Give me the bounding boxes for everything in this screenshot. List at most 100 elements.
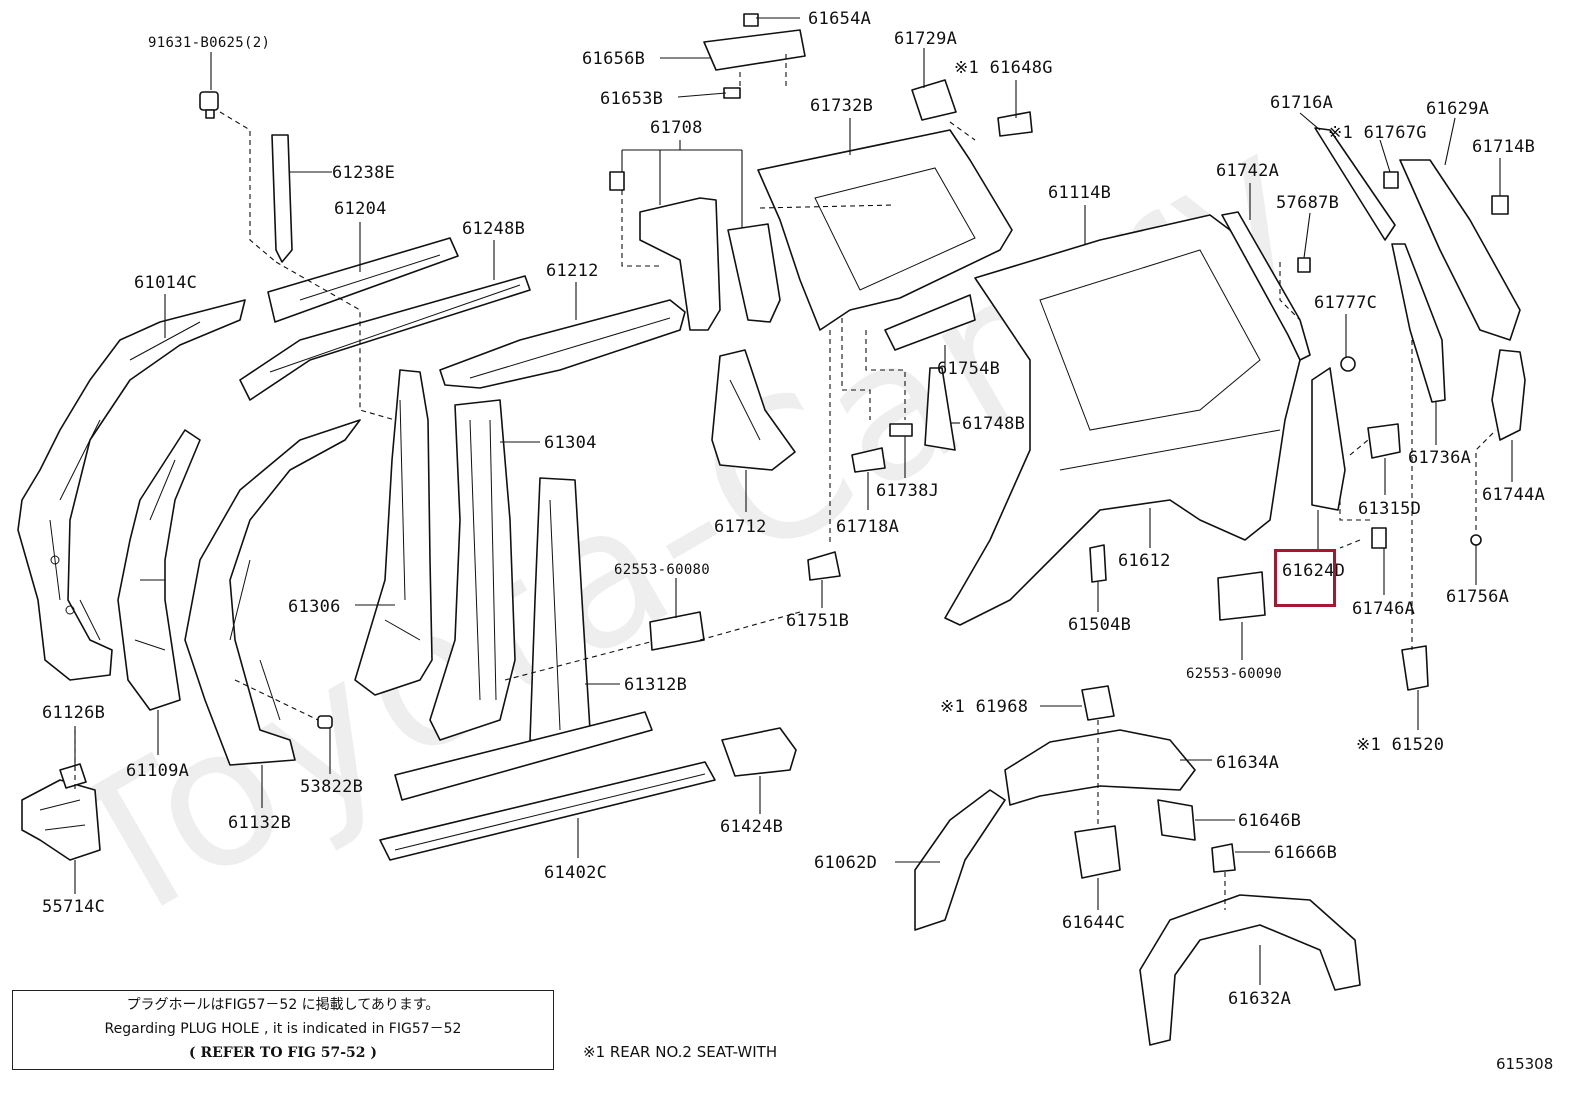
part-61424b[interactable] <box>721 727 797 777</box>
label-61746a[interactable]: 61746A <box>1352 599 1415 619</box>
label-61132b[interactable]: 61132B <box>228 813 291 833</box>
label-61612[interactable]: 61612 <box>1118 551 1171 571</box>
label-61968[interactable]: ※1 61968 <box>940 697 1028 717</box>
part-61304[interactable] <box>429 399 516 741</box>
part-61712[interactable] <box>711 349 796 471</box>
part-61756a[interactable] <box>1470 534 1482 546</box>
part-61132b[interactable] <box>184 419 361 766</box>
label-61666b[interactable]: 61666B <box>1274 843 1337 863</box>
part-61624d[interactable] <box>1311 367 1346 511</box>
part-61654a[interactable] <box>743 13 759 27</box>
part-61629a[interactable] <box>1399 159 1521 341</box>
part-61646b[interactable] <box>1157 799 1196 841</box>
part-61767g[interactable] <box>1383 171 1399 189</box>
label-61748b[interactable]: 61748B <box>962 414 1025 434</box>
label-61212[interactable]: 61212 <box>546 261 599 281</box>
part-61014c[interactable] <box>17 299 246 681</box>
label-61654a[interactable]: 61654A <box>808 9 871 29</box>
part-61315d[interactable] <box>1367 423 1401 459</box>
label-61714b[interactable]: 61714B <box>1472 137 1535 157</box>
part-61520[interactable] <box>1401 645 1429 691</box>
part-61634a[interactable] <box>1004 729 1196 806</box>
label-61204[interactable]: 61204 <box>334 199 387 219</box>
part-57687b[interactable] <box>1297 257 1311 273</box>
part-61742a[interactable] <box>1221 211 1311 361</box>
part-61126b[interactable] <box>59 763 87 789</box>
part-61746a[interactable] <box>1371 527 1387 549</box>
label-61708[interactable]: 61708 <box>650 118 703 138</box>
label-61767g[interactable]: ※1 61767G <box>1328 123 1427 143</box>
part-61738j[interactable] <box>889 423 913 437</box>
label-61751b[interactable]: 61751B <box>786 611 849 631</box>
part-61062d[interactable] <box>914 789 1006 931</box>
part-61968[interactable] <box>1081 685 1115 721</box>
part-61212[interactable] <box>439 299 686 389</box>
part-61656b[interactable] <box>703 29 806 71</box>
label-61306[interactable]: 61306 <box>288 597 341 617</box>
label-61777c[interactable]: 61777C <box>1314 293 1377 313</box>
label-61729a[interactable]: 61729A <box>894 29 957 49</box>
part-61744a[interactable] <box>1491 349 1526 441</box>
label-61744a[interactable]: 61744A <box>1482 485 1545 505</box>
label-61756a[interactable]: 61756A <box>1446 587 1509 607</box>
part-61306[interactable] <box>354 369 433 696</box>
part-62553-60080[interactable] <box>649 611 705 651</box>
label-61712[interactable]: 61712 <box>714 517 767 537</box>
part-61109a[interactable] <box>117 429 201 711</box>
label-61248b[interactable]: 61248B <box>462 219 525 239</box>
part-61754b[interactable] <box>884 294 976 351</box>
label-61424b[interactable]: 61424B <box>720 817 783 837</box>
part-61714b[interactable] <box>1491 195 1509 215</box>
label-55714c[interactable]: 55714C <box>42 897 105 917</box>
label-61126b[interactable]: 61126B <box>42 703 105 723</box>
label-61114b[interactable]: 61114B <box>1048 183 1111 203</box>
part-61751b[interactable] <box>807 551 841 581</box>
label-61315d[interactable]: 61315D <box>1358 499 1421 519</box>
label-53822b[interactable]: 53822B <box>300 777 363 797</box>
label-61504b[interactable]: 61504B <box>1068 615 1131 635</box>
part-61729a[interactable] <box>911 79 957 121</box>
part-61653b[interactable] <box>723 87 741 99</box>
part-61718a[interactable] <box>851 447 886 473</box>
part-61716a[interactable] <box>1314 127 1396 241</box>
part-53822b[interactable] <box>317 715 333 729</box>
label-61716a[interactable]: 61716A <box>1270 93 1333 113</box>
label-61738j[interactable]: 61738J <box>876 481 939 501</box>
part-61736a[interactable] <box>1391 243 1446 403</box>
label-61648g[interactable]: ※1 61648G <box>954 58 1053 78</box>
part-61644c[interactable] <box>1074 825 1121 879</box>
label-61062d[interactable]: 61062D <box>814 853 877 873</box>
label-61014c[interactable]: 61014C <box>134 273 197 293</box>
label-61653b[interactable]: 61653B <box>600 89 663 109</box>
label-61646b[interactable]: 61646B <box>1238 811 1301 831</box>
label-61732b[interactable]: 61732B <box>810 96 873 116</box>
part-61238e[interactable] <box>271 134 293 263</box>
label-61644c[interactable]: 61644C <box>1062 913 1125 933</box>
label-57687b[interactable]: 57687B <box>1276 193 1339 213</box>
label-61109a[interactable]: 61109A <box>126 761 189 781</box>
part-55714c[interactable] <box>21 779 101 861</box>
part-61504b[interactable] <box>1089 544 1107 583</box>
part-61777c[interactable] <box>1340 356 1356 372</box>
label-61304[interactable]: 61304 <box>544 433 597 453</box>
label-61718a[interactable]: 61718A <box>836 517 899 537</box>
label-61520[interactable]: ※1 61520 <box>1356 735 1444 755</box>
part-61204[interactable] <box>267 237 459 323</box>
part-91631-bolt[interactable] <box>199 91 219 119</box>
label-61238e[interactable]: 61238E <box>332 163 395 183</box>
label-61402c[interactable]: 61402C <box>544 863 607 883</box>
label-61312b[interactable]: 61312B <box>624 675 687 695</box>
part-rocker-upper[interactable] <box>394 711 653 801</box>
part-62553-60090[interactable] <box>1217 571 1266 621</box>
label-62553-60080[interactable]: 62553-60080 <box>614 562 710 578</box>
part-61708[interactable] <box>609 171 781 331</box>
note-reference[interactable]: ( REFER TO FIG 57-52 ) <box>188 1045 377 1061</box>
part-61632a[interactable] <box>1139 894 1361 1046</box>
label-61742a[interactable]: 61742A <box>1216 161 1279 181</box>
part-61732b[interactable] <box>757 129 1013 331</box>
label-61754b[interactable]: 61754B <box>937 359 1000 379</box>
label-61656b[interactable]: 61656B <box>582 49 645 69</box>
part-61648g[interactable] <box>997 111 1033 137</box>
part-61402c[interactable] <box>379 761 716 861</box>
label-61736a[interactable]: 61736A <box>1408 448 1471 468</box>
